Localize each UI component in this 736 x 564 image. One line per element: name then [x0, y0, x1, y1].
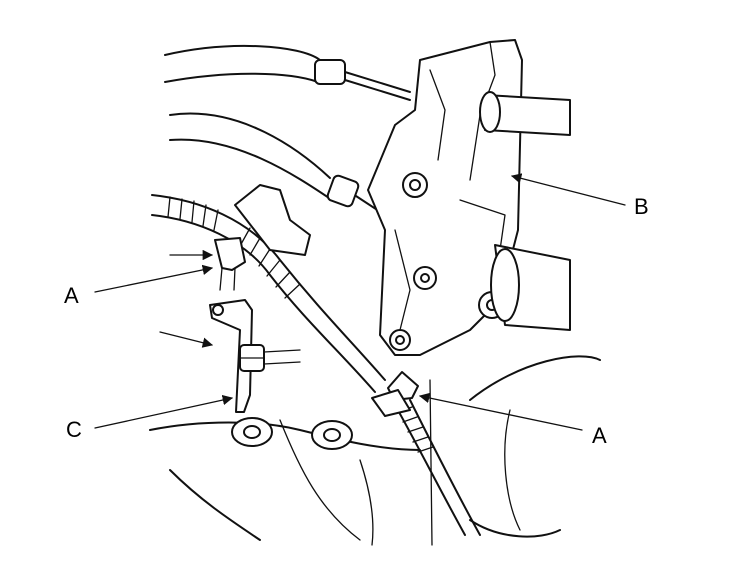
cable-clip-right [371, 371, 419, 417]
shift-cable-bracket [367, 39, 571, 356]
corrugated-cable [151, 194, 481, 536]
leader-dash-mid [159, 331, 214, 348]
leader-c [94, 394, 234, 429]
upper-cables [164, 44, 411, 216]
leader-a-right [418, 392, 583, 431]
cable-bracket-c [209, 299, 301, 413]
callout-a-left: A [64, 283, 79, 308]
leader-lines [94, 173, 626, 431]
callout-b: B [634, 194, 649, 219]
callout-a-right: A [592, 423, 607, 448]
leader-b [510, 173, 626, 206]
callout-c: C [66, 417, 82, 442]
transmission-housing [149, 355, 601, 546]
leader-a-left [94, 264, 214, 293]
cable-clip-left [214, 184, 311, 291]
